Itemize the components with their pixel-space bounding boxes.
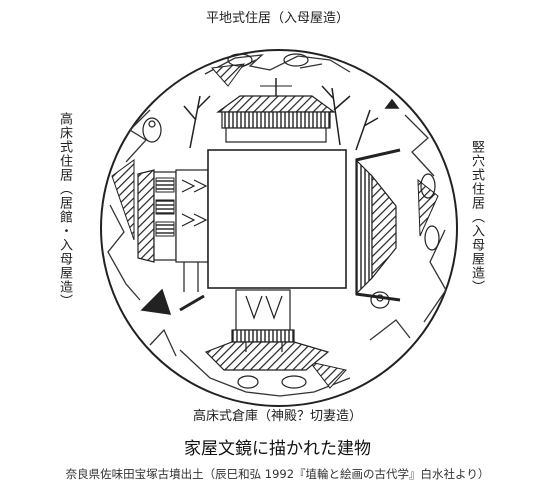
caption-title: 家屋文鏡に描かれた建物 [184,439,371,459]
label-top-house: 平地式住居（入母屋造） [205,11,349,26]
label-bottom-house: 高床式倉庫（神殿？切妻造） [192,409,362,424]
top-house-icon [216,78,336,143]
mirror-center-square [207,149,347,289]
tree-icons [140,85,400,315]
caption-source: 奈良県佐味田宝塚古墳出土（辰巳和弘 1992『埴輪と絵画の古代学』白水社より） [65,467,490,481]
right-house-icon [355,148,401,302]
figure-motifs [142,53,440,389]
left-house-icon [137,169,209,292]
label-right-house: 竪穴式住居（入母屋造） [469,140,484,294]
bottom-house-icon [204,289,330,371]
label-left-house: 高床式住居（居館・入母屋造） [57,112,72,308]
